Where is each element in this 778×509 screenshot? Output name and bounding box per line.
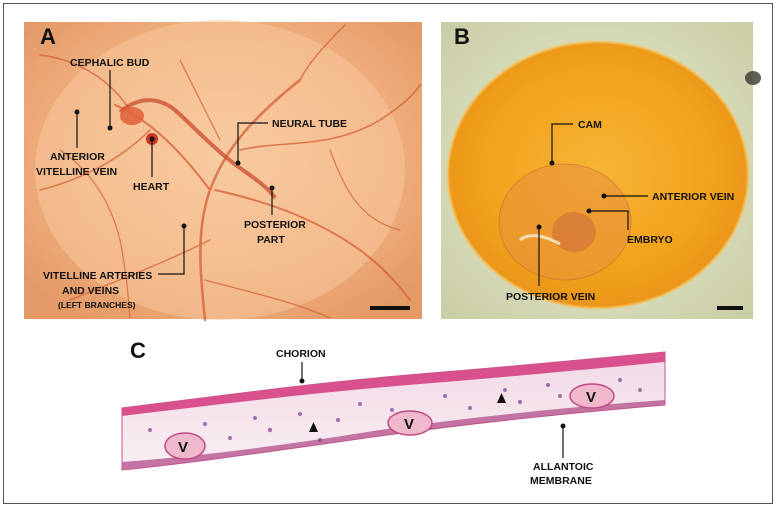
dot-chorion (299, 378, 305, 384)
label-cam: CAM (578, 119, 602, 131)
panel-a-head (120, 107, 144, 125)
panel-b-dark-spot (745, 71, 761, 85)
label-embryo: EMBRYO (627, 234, 673, 246)
dot-anterior-vein (601, 193, 607, 199)
dot-allantoic-membrane (560, 423, 566, 429)
label-posterior-line2: PART (257, 234, 285, 246)
dot-cephalic-bud (107, 125, 113, 131)
panel-c-vessel-1 (164, 432, 206, 460)
panel-c-allantoic-layer (122, 400, 665, 470)
dot-cam (549, 160, 555, 166)
dot-neural-tube (235, 160, 241, 166)
panel-b-yolk-rim (446, 40, 750, 310)
panel-c-arrowhead-2 (497, 393, 506, 403)
label-anterior-line1: ANTERIOR (50, 151, 105, 163)
panel-a-embryo (118, 98, 277, 200)
label-anterior-vein: ANTERIOR VEIN (652, 191, 734, 203)
label-vitelline-line2: AND VEINS (62, 285, 119, 297)
panel-c-chorion-layer (122, 352, 665, 416)
panel-c-arrowhead-1 (309, 422, 318, 432)
label-anterior-line2: VITELLINE VEIN (36, 166, 117, 178)
lead-embryo (589, 210, 629, 230)
dot-anterior-vitelline-vein (74, 109, 80, 115)
lead-vitelline-arteries (158, 226, 185, 275)
panel-a-scale-bar (370, 306, 410, 310)
panel-c-vessel-2 (387, 410, 433, 436)
label-allantoic-line1: ALLANTOIC (533, 461, 594, 473)
panel-a-letter: A (40, 24, 56, 49)
label-allantoic-line2: MEMBRANE (530, 475, 592, 487)
panel-a-vessels (39, 24, 421, 322)
label-vitelline-line1: VITELLINE ARTERIES (43, 270, 152, 282)
panel-c-letter: C (130, 338, 146, 363)
label-vessel-1: V (178, 439, 188, 456)
panel-b-scale-bar (717, 306, 743, 310)
label-chorion: CHORION (276, 348, 326, 360)
label-vessel-2: V (404, 416, 414, 433)
panel-b-embryo-blob (552, 212, 596, 252)
panel-b-highlight (519, 234, 561, 246)
lead-neural-tube (237, 122, 268, 163)
panel-a: A CEPHALIC BUD ANTERIOR VITELLINE VEIN H… (24, 20, 422, 322)
label-neural-tube: NEURAL TUBE (272, 118, 347, 130)
label-cephalic-bud: CEPHALIC BUD (70, 57, 150, 69)
label-vitelline-line3: (LEFT BRANCHES) (58, 300, 136, 310)
label-heart: HEART (133, 181, 170, 193)
label-posterior-vein: POSTERIOR VEIN (506, 291, 595, 303)
label-vessel-3: V (586, 389, 596, 406)
dot-posterior-vein (536, 224, 542, 230)
dot-heart (149, 136, 155, 142)
panel-c-vessel-3 (569, 383, 615, 409)
panel-c: V V V C CHORION ALLANTOIC MEMBRANE (121, 336, 667, 491)
dot-posterior-part (269, 185, 275, 191)
label-posterior-line1: POSTERIOR (244, 219, 306, 231)
lead-cam (551, 123, 573, 163)
dot-vitelline-arteries (181, 223, 187, 229)
panel-b: B CAM ANTERIOR VEIN EMBRYO POSTERIOR VEI… (441, 22, 761, 319)
panel-b-letter: B (454, 24, 470, 49)
dot-embryo (586, 208, 592, 214)
